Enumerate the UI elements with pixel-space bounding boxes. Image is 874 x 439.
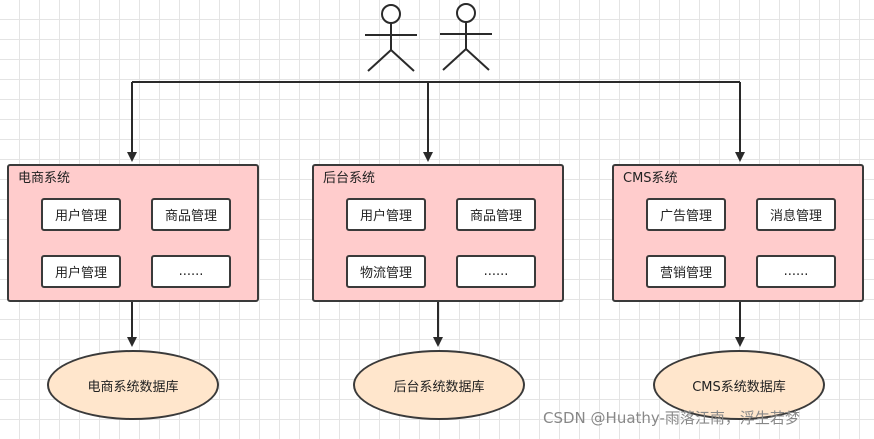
module-box: 用户管理: [346, 198, 426, 231]
module-box: 消息管理: [756, 198, 836, 231]
database-ellipse: 后台系统数据库: [353, 350, 525, 420]
actor-icon: [365, 4, 417, 72]
module-box: ......: [151, 255, 231, 288]
system-title: CMS系统: [623, 171, 678, 186]
actor-icon: [440, 3, 492, 71]
actor-to-system-arrows: [127, 81, 745, 162]
system-box: 电商系统 用户管理 商品管理 用户管理 ......: [7, 164, 259, 302]
system-title: 后台系统: [323, 171, 376, 186]
system-box: CMS系统 广告管理 消息管理 营销管理 ......: [612, 164, 864, 302]
system-to-database-arrows: [127, 302, 745, 347]
module-box: 营销管理: [646, 255, 726, 288]
module-box: 商品管理: [456, 198, 536, 231]
database-ellipse: CMS系统数据库: [653, 350, 825, 420]
module-box: 商品管理: [151, 198, 231, 231]
module-box: 用户管理: [41, 255, 121, 288]
watermark-text: CSDN @Huathy-雨落江南，浮生若梦: [543, 409, 800, 427]
database-ellipse: 电商系统数据库: [47, 350, 219, 420]
system-box: 后台系统 用户管理 商品管理 物流管理 ......: [312, 164, 564, 302]
system-title: 电商系统: [18, 171, 71, 186]
module-box: 物流管理: [346, 255, 426, 288]
module-box: ......: [456, 255, 536, 288]
module-box: 用户管理: [41, 198, 121, 231]
module-box: 广告管理: [646, 198, 726, 231]
module-box: ......: [756, 255, 836, 288]
